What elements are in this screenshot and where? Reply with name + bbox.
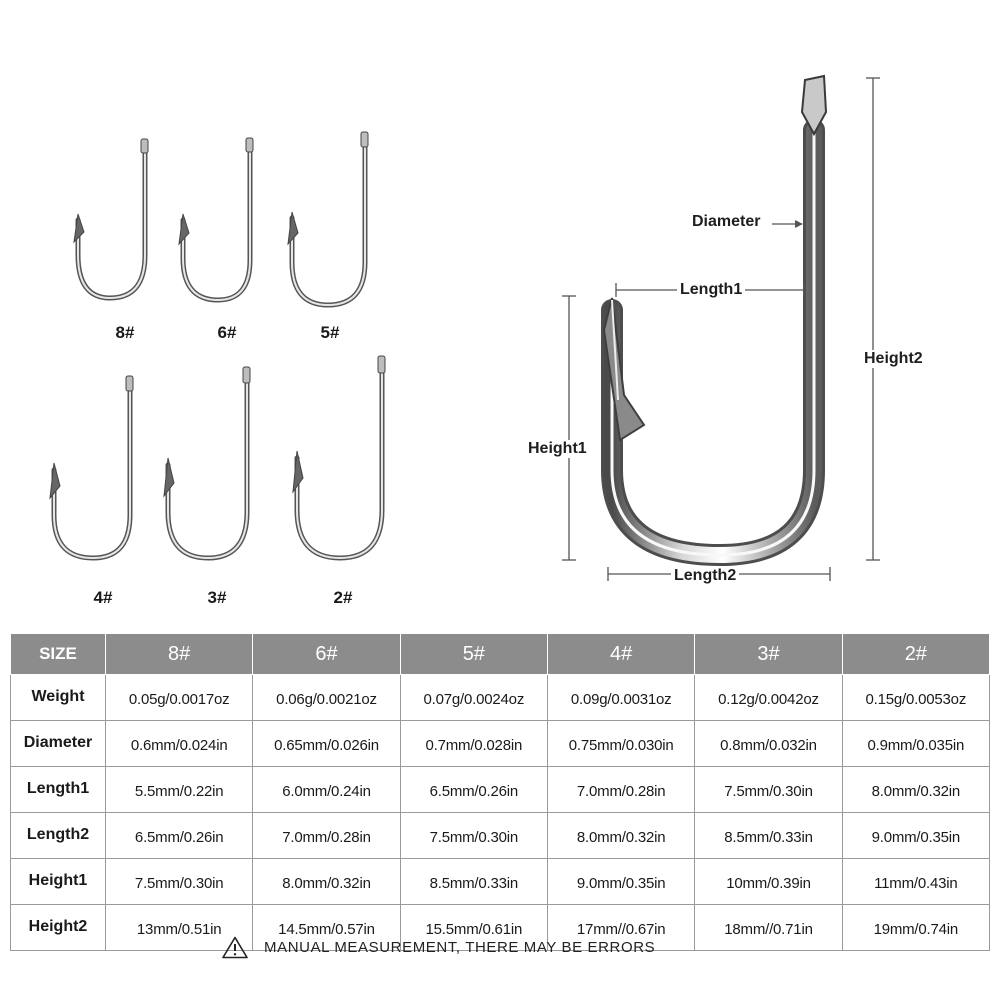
size-label-2: 2# xyxy=(333,588,353,607)
hook-4-icon xyxy=(49,375,134,561)
small-hooks-figure xyxy=(49,131,386,561)
table-cell: 8.5mm/0.33in xyxy=(694,812,843,859)
table-cell: 0.09g/0.0031oz xyxy=(546,674,696,721)
table-row: Diameter 0.6mm/0.024in 0.65mm/0.026in 0.… xyxy=(10,720,991,767)
table-header-row: SIZE 8# 6# 5# 4# 3# 2# xyxy=(10,633,991,675)
table-cell: 0.75mm/0.030in xyxy=(546,720,696,767)
size-label-3: 3# xyxy=(207,588,227,607)
column-header: 3# xyxy=(694,633,843,675)
table-cell: 0.05g/0.0017oz xyxy=(104,674,254,721)
measurement-note-text: MANUAL MEASUREMENT, THERE MAY BE ERRORS xyxy=(264,938,656,956)
table-cell: 7.5mm/0.30in xyxy=(399,812,548,859)
hook-3-icon xyxy=(163,366,251,561)
length2-label: Length2 xyxy=(671,567,740,585)
table-cell: 8.5mm/0.33in xyxy=(399,858,548,905)
row-label: Height1 xyxy=(10,858,106,905)
column-header: 8# xyxy=(104,633,254,675)
table-cell: 0.15g/0.0053oz xyxy=(841,674,991,721)
table-cell: 19mm/0.74in xyxy=(841,904,991,951)
column-header: 5# xyxy=(399,633,548,675)
table-row: Height1 7.5mm/0.30in 8.0mm/0.32in 8.5mm/… xyxy=(10,858,991,905)
table-cell: 0.6mm/0.024in xyxy=(104,720,254,767)
table-cell: 14.5mm/0.57in xyxy=(252,904,401,951)
table-cell: 13mm/0.51in xyxy=(104,904,254,951)
column-header: 4# xyxy=(546,633,696,675)
hook-2-icon xyxy=(292,355,386,561)
table-cell: 0.65mm/0.026in xyxy=(252,720,401,767)
table-cell: 9.0mm/0.35in xyxy=(841,812,991,859)
table-cell: 6.0mm/0.24in xyxy=(252,766,401,813)
height2-label: Height2 xyxy=(861,350,926,368)
row-label: Weight xyxy=(10,674,106,721)
diameter-label: Diameter xyxy=(689,213,764,231)
big-hook-icon xyxy=(601,74,828,567)
measurement-note: MANUAL MEASUREMENT, THERE MAY BE ERRORS xyxy=(222,935,655,959)
table-cell: 6.5mm/0.26in xyxy=(104,812,254,859)
height2-dimension-line xyxy=(866,77,880,561)
table-cell: 15.5mm/0.61in xyxy=(399,904,548,951)
dimension-hook-diagram xyxy=(562,74,880,581)
table-cell: 7.0mm/0.28in xyxy=(252,812,401,859)
column-header: 6# xyxy=(252,633,401,675)
row-label: Height2 xyxy=(10,904,106,951)
row-label: Length2 xyxy=(10,812,106,859)
table-row: Weight 0.05g/0.0017oz 0.06g/0.0021oz 0.0… xyxy=(10,674,991,721)
table-cell: 0.12g/0.0042oz xyxy=(694,674,843,721)
table-cell: 8.0mm/0.32in xyxy=(252,858,401,905)
size-label-4: 4# xyxy=(93,588,113,607)
table-cell: 8.0mm/0.32in xyxy=(546,812,696,859)
table-cell: 0.07g/0.0024oz xyxy=(399,674,548,721)
table-cell: 7.5mm/0.30in xyxy=(694,766,843,813)
table-cell: 7.0mm/0.28in xyxy=(546,766,696,813)
hook-6-icon xyxy=(178,137,254,303)
table-cell: 0.06g/0.0021oz xyxy=(252,674,401,721)
table-cell: 7.5mm/0.30in xyxy=(104,858,254,905)
table-cell: 11mm/0.43in xyxy=(841,858,991,905)
height1-dimension-line xyxy=(562,295,576,561)
hook-8-icon xyxy=(73,138,149,301)
table-cell: 0.8mm/0.032in xyxy=(694,720,843,767)
column-header: 2# xyxy=(841,633,991,675)
size-label-8: 8# xyxy=(115,323,135,342)
row-label: Diameter xyxy=(10,720,106,767)
height1-label: Height1 xyxy=(525,440,590,458)
table-row: Length2 6.5mm/0.26in 7.0mm/0.28in 7.5mm/… xyxy=(10,812,991,859)
table-cell: 10mm/0.39in xyxy=(694,858,843,905)
table-corner-size: SIZE xyxy=(10,633,106,675)
warning-icon xyxy=(222,936,248,958)
length1-label: Length1 xyxy=(677,281,746,299)
table-row: Length1 5.5mm/0.22in 6.0mm/0.24in 6.5mm/… xyxy=(10,766,991,813)
table-cell: 6.5mm/0.26in xyxy=(399,766,548,813)
table-cell: 8.0mm/0.32in xyxy=(841,766,991,813)
table-cell: 0.7mm/0.028in xyxy=(399,720,548,767)
table-cell: 5.5mm/0.22in xyxy=(104,766,254,813)
spec-table: SIZE 8# 6# 5# 4# 3# 2# Weight 0.05g/0.00… xyxy=(10,633,991,951)
table-cell: 18mm//0.71in xyxy=(694,904,843,951)
diameter-arrow xyxy=(772,220,803,228)
hook-5-icon xyxy=(287,131,369,308)
table-cell: 0.9mm/0.035in xyxy=(841,720,991,767)
table-cell: 9.0mm/0.35in xyxy=(546,858,696,905)
table-row: Height2 13mm/0.51in 14.5mm/0.57in 15.5mm… xyxy=(10,904,991,951)
size-label-5: 5# xyxy=(320,323,340,342)
size-label-6: 6# xyxy=(217,323,237,342)
row-label: Length1 xyxy=(10,766,106,813)
